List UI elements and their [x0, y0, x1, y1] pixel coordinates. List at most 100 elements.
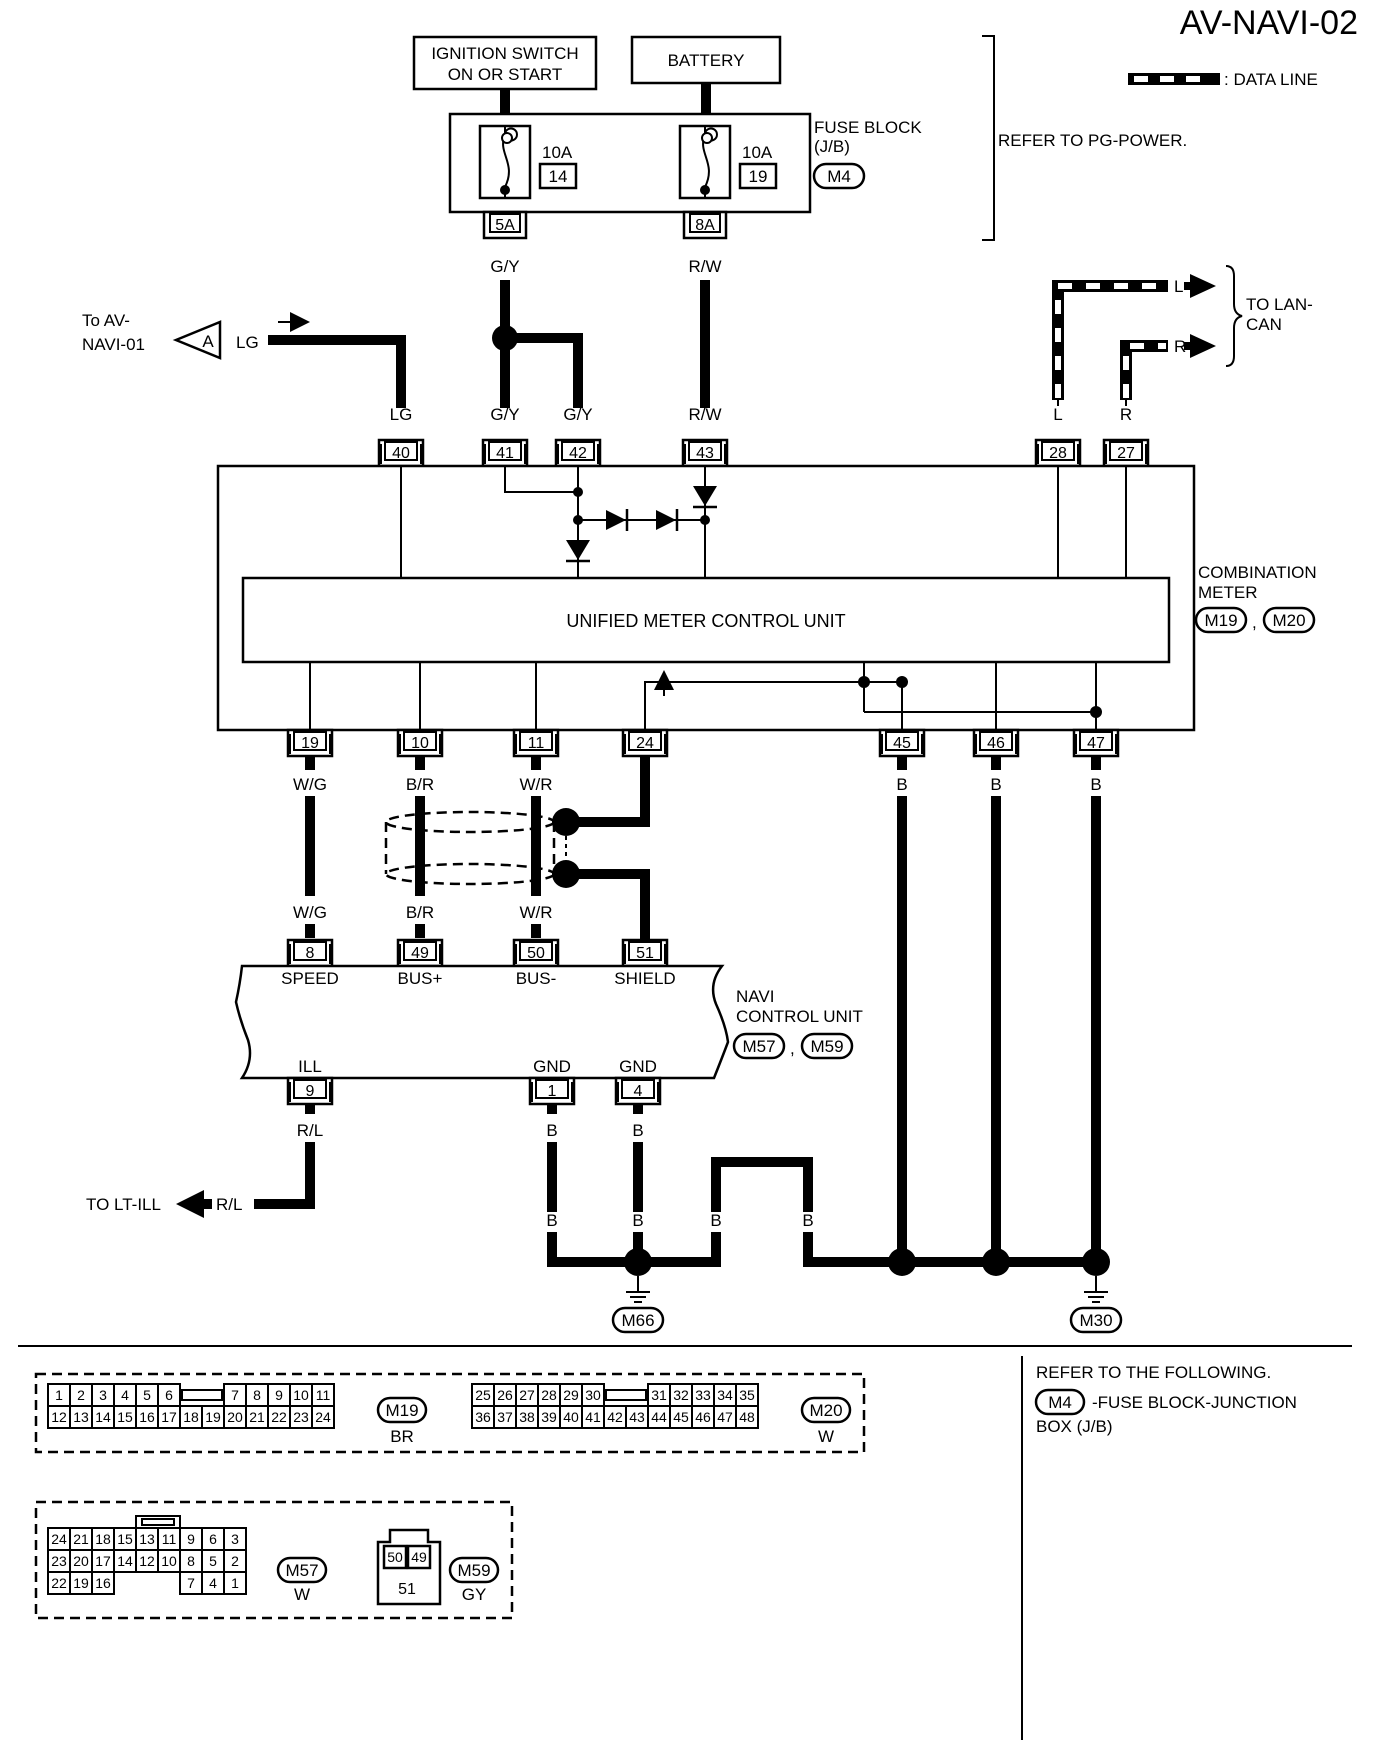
svg-text:1: 1	[231, 1575, 239, 1591]
ref-a-label: A	[202, 332, 214, 351]
fuse-block-label: FUSE BLOCK	[814, 118, 922, 137]
ignition-label-1: IGNITION SWITCH	[431, 44, 578, 63]
svg-text:6: 6	[209, 1531, 217, 1547]
svg-text:18: 18	[95, 1531, 111, 1547]
svg-text:42: 42	[607, 1409, 623, 1425]
navi-label-1: NAVI	[736, 987, 774, 1006]
svg-text:8: 8	[187, 1553, 195, 1569]
m19-name: M19	[385, 1401, 418, 1420]
data-r-label: R	[1174, 337, 1186, 356]
svg-text:1: 1	[548, 1083, 557, 1100]
legend-label: : DATA LINE	[1224, 70, 1318, 89]
navi-pin-1: 1	[528, 1076, 576, 1106]
svg-text:L: L	[1053, 405, 1062, 424]
meter-connector-m19: M19	[1204, 611, 1237, 630]
svg-text:23: 23	[51, 1553, 67, 1569]
meter-pin-40: 40	[377, 438, 425, 468]
svg-text:B: B	[710, 1211, 721, 1230]
svg-text:4: 4	[209, 1575, 217, 1591]
svg-text:6: 6	[165, 1387, 173, 1403]
svg-text:39: 39	[541, 1409, 557, 1425]
to-lan-label-1: TO LAN-	[1246, 295, 1313, 314]
svg-text:41: 41	[496, 445, 514, 462]
refer-following-conn: M4	[1048, 1393, 1072, 1412]
connector-m59-face: 50 49 51	[376, 1528, 442, 1606]
svg-text:4: 4	[634, 1083, 643, 1100]
svg-text:45: 45	[893, 735, 911, 752]
navi-pin-8: 8	[286, 938, 334, 968]
meter-pin-46: 46	[972, 728, 1020, 758]
svg-text:26: 26	[497, 1387, 513, 1403]
refer-following-line-3: BOX (J/B)	[1036, 1417, 1113, 1436]
fuse-19-amp: 10A	[742, 143, 773, 162]
meter-pin-27: 27	[1102, 438, 1150, 468]
terminal-8a: 8A	[682, 210, 728, 240]
svg-text:14: 14	[95, 1409, 111, 1425]
svg-text:49: 49	[411, 1549, 427, 1565]
refer-following-line-2: -FUSE BLOCK-JUNCTION	[1092, 1393, 1297, 1412]
svg-text:W/R: W/R	[519, 903, 552, 922]
navi-pin-4: 4	[614, 1076, 662, 1106]
svg-text:19: 19	[301, 735, 319, 752]
m59-color: GY	[462, 1585, 487, 1604]
fuse-19-number: 19	[749, 167, 768, 186]
refer-pg-power: REFER TO PG-POWER.	[998, 131, 1187, 150]
svg-text:40: 40	[563, 1409, 579, 1425]
navi-pin-51: 51	[621, 938, 669, 968]
svg-text:1: 1	[55, 1387, 63, 1403]
svg-text:3: 3	[231, 1531, 239, 1547]
svg-text:B: B	[990, 775, 1001, 794]
svg-text:,: ,	[1252, 613, 1257, 632]
svg-text:8: 8	[306, 945, 315, 962]
navi-pin-9: 9	[286, 1076, 334, 1106]
svg-text:2: 2	[77, 1387, 85, 1403]
svg-text:13: 13	[139, 1531, 155, 1547]
svg-text:24: 24	[636, 735, 654, 752]
m59-name: M59	[457, 1561, 490, 1580]
combination-meter: UNIFIED METER CONTROL UNIT COMBINATION M…	[216, 464, 1317, 732]
meter-label-1: COMBINATION	[1198, 563, 1317, 582]
svg-text:B: B	[632, 1121, 643, 1140]
svg-text:47: 47	[717, 1409, 733, 1425]
ground-m66: M66	[611, 1276, 665, 1334]
svg-text:12: 12	[139, 1553, 155, 1569]
navi-pin-49: 49	[396, 938, 444, 968]
ignition-label-2: ON OR START	[448, 65, 563, 84]
svg-text:43: 43	[696, 445, 714, 462]
svg-text:B/R: B/R	[406, 903, 434, 922]
data-line-r	[1120, 340, 1168, 400]
svg-text:50: 50	[387, 1549, 403, 1565]
meter-pin-47: 47	[1072, 728, 1120, 758]
fuse-14-amp: 10A	[542, 143, 573, 162]
navi-control-unit: NAVI CONTROL UNIT M57 , M59	[234, 964, 863, 1080]
meter-pin-45: 45	[878, 728, 926, 758]
navi-terminal-name: GND	[533, 1057, 571, 1076]
svg-text:B: B	[896, 775, 907, 794]
navi-connector-m57: M57	[742, 1037, 775, 1056]
meter-pin-28: 28	[1034, 438, 1082, 468]
fuse-block-jb: (J/B)	[814, 137, 850, 156]
meter-pin-43: 43	[681, 438, 729, 468]
svg-text:16: 16	[95, 1575, 111, 1591]
svg-text:,: ,	[790, 1039, 795, 1058]
meter-pin-42: 42	[554, 438, 602, 468]
svg-text:12: 12	[51, 1409, 67, 1425]
refer-following-title: REFER TO THE FOLLOWING.	[1036, 1363, 1271, 1382]
svg-text:49: 49	[411, 945, 429, 962]
svg-text:45: 45	[673, 1409, 689, 1425]
svg-text:21: 21	[73, 1531, 89, 1547]
svg-text:3: 3	[99, 1387, 107, 1403]
svg-text:18: 18	[183, 1409, 199, 1425]
ref-to-av-1: To AV-	[82, 311, 130, 330]
svg-text:4: 4	[121, 1387, 129, 1403]
wire-color-gy-top: G/Y	[490, 257, 519, 276]
m57-color: W	[294, 1585, 310, 1604]
to-lan-label-2: CAN	[1246, 315, 1282, 334]
svg-text:R/W: R/W	[688, 405, 721, 424]
svg-text:11: 11	[316, 1387, 331, 1403]
svg-text:22: 22	[51, 1575, 67, 1591]
